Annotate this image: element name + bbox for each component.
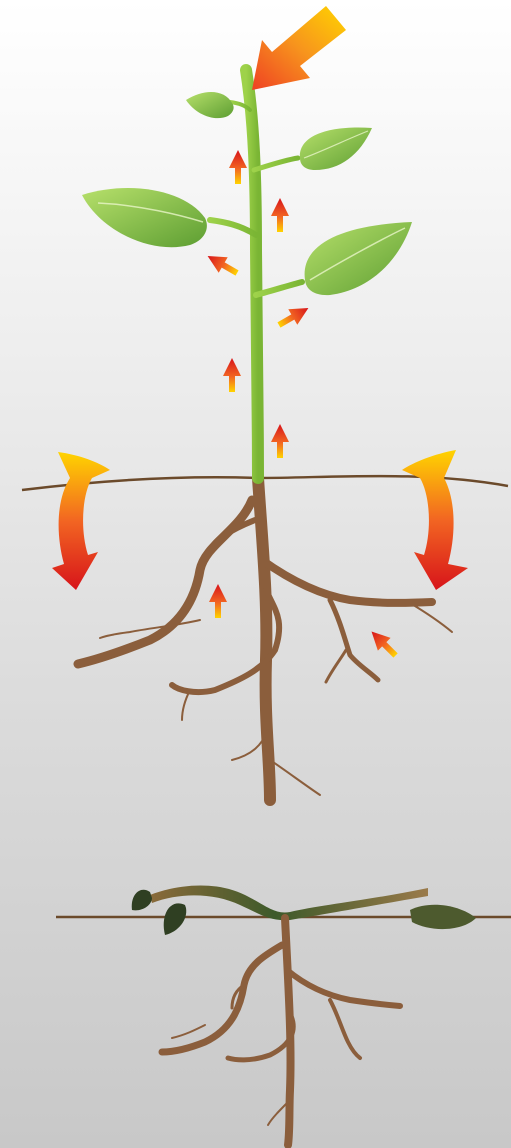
upward-flow-arrow-icon: [223, 358, 241, 392]
leaf-flow-arrow-icon: [203, 248, 241, 281]
leaf-small-top: [186, 92, 234, 118]
leaf-flow-arrow-icon: [274, 300, 312, 333]
upward-flow-arrow-icon: [271, 424, 289, 458]
upward-flow-arrow-icon: [271, 198, 289, 232]
wilted-plant: [56, 886, 511, 1145]
upward-flow-arrow-icon: [229, 150, 247, 184]
sunlight-arrow-icon: [252, 6, 346, 90]
upward-flow-arrow-icon: [209, 584, 227, 618]
stem-top: [210, 70, 302, 478]
healthy-plant: [22, 6, 508, 800]
root-system-top: [78, 478, 452, 800]
gravity-arrow-right-icon: [402, 450, 468, 590]
root-flow-arrow-icon: [365, 625, 402, 662]
wilted-stem: [150, 886, 428, 921]
gravity-arrow-left-icon: [52, 452, 110, 590]
root-system-bottom: [162, 918, 400, 1145]
